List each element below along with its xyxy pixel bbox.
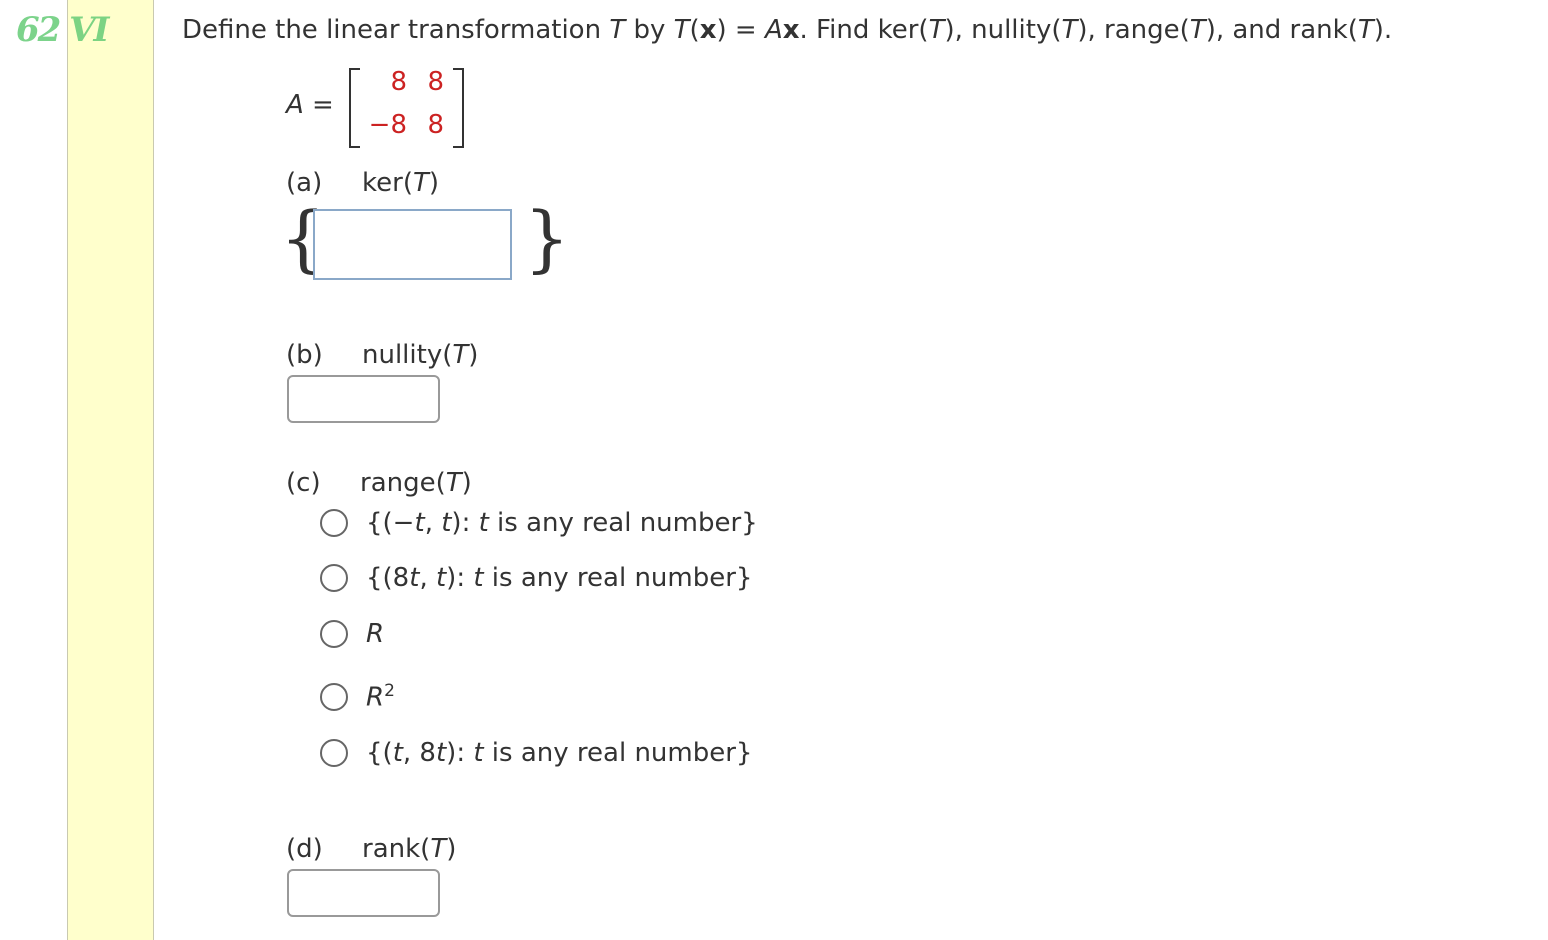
- radio-button[interactable]: [320, 509, 348, 537]
- radio-button[interactable]: [320, 564, 348, 592]
- option-label: R2: [366, 681, 395, 713]
- matrix-right-bracket: [453, 68, 464, 148]
- part-d-label: (d): [286, 834, 323, 864]
- radio-button[interactable]: [320, 739, 348, 767]
- matrix-cell: 8: [390, 67, 407, 97]
- option-label: R: [366, 619, 385, 649]
- radio-button[interactable]: [320, 683, 348, 711]
- option-label: {(8t, t): t is any real number}: [366, 563, 753, 593]
- part-c-label: (c): [286, 468, 321, 498]
- part-d-title: rank(T): [362, 834, 457, 864]
- range-option-1[interactable]: {(−t, t): t is any real number}: [320, 506, 758, 540]
- option-label: {(−t, t): t is any real number}: [366, 508, 758, 538]
- option-label: {(t, 8t): t is any real number}: [366, 738, 753, 768]
- part-c-title: range(T): [360, 468, 472, 498]
- ker-input[interactable]: [313, 209, 512, 280]
- part-b-title: nullity(T): [362, 340, 479, 370]
- range-option-4[interactable]: R2: [320, 680, 395, 714]
- radio-button[interactable]: [320, 620, 348, 648]
- matrix-left-bracket: [349, 68, 360, 148]
- part-a-label: (a): [286, 168, 323, 198]
- handwritten-margin-note: 62 VI: [16, 10, 109, 50]
- matrix-cell: 8: [427, 67, 444, 97]
- matrix-label: A =: [286, 90, 334, 120]
- part-b-label: (b): [286, 340, 323, 370]
- part-a-title: ker(T): [362, 168, 440, 198]
- range-option-3[interactable]: R: [320, 617, 384, 651]
- matrix-cell: 8: [427, 110, 444, 140]
- question-text: Define the linear transformation T by T(…: [182, 15, 1393, 45]
- close-brace: }: [524, 196, 570, 280]
- range-option-2[interactable]: {(8t, t): t is any real number}: [320, 561, 752, 595]
- range-option-5[interactable]: {(t, 8t): t is any real number}: [320, 736, 752, 770]
- nullity-input[interactable]: [287, 375, 440, 423]
- rank-input[interactable]: [287, 869, 440, 917]
- margin-strip: [67, 0, 154, 940]
- matrix-cell: −8: [368, 110, 407, 140]
